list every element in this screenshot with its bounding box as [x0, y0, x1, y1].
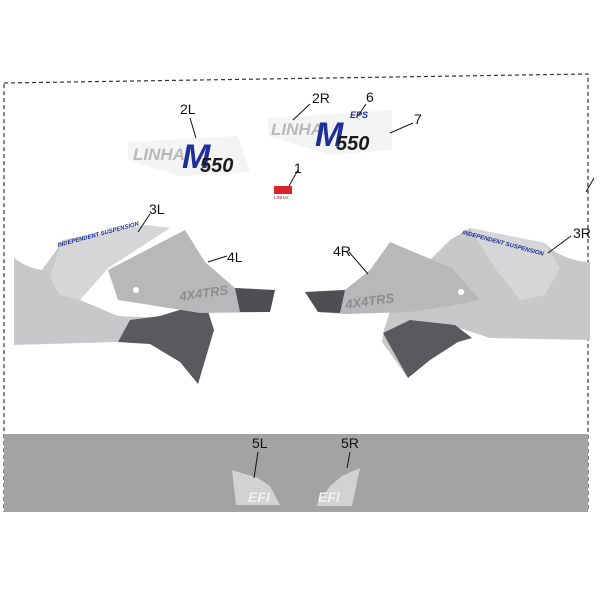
leader-5R: [346, 451, 351, 469]
leader-lines: [137, 103, 595, 479]
decal-2L-brand: LINHAI: [133, 145, 191, 164]
decal-1-logo: LINHAI: [274, 186, 292, 200]
left-side-panel: INDEPENDENT SUSPENSION 4X4TRS: [14, 221, 275, 384]
decal-5R-text: EFI: [318, 489, 341, 505]
right-fender-hole: [458, 289, 464, 295]
callout-5R: 5R: [341, 435, 359, 451]
leader-2R: [292, 103, 311, 121]
left-panel-dark-corner: [118, 302, 214, 384]
leader-7: [389, 122, 414, 134]
leader-2L: [189, 117, 197, 139]
leader-edge-right: [585, 177, 595, 193]
decal-5L-shape: [232, 470, 280, 505]
left-fender-text: 4X4TRS: [177, 282, 229, 304]
decal-2L: LINHAI M 550: [128, 136, 250, 177]
leader-5L: [253, 451, 259, 479]
left-fender-panel: [108, 230, 275, 313]
callout-3L: 3L: [149, 201, 165, 217]
callout-1: 1: [294, 160, 302, 176]
callout-4R: 4R: [333, 243, 351, 259]
right-fender-panel: [305, 242, 480, 314]
right-side-panel: INDEPENDENT SUSPENSION 4X4TRS: [305, 228, 590, 378]
decal-2R-backing: [268, 110, 392, 155]
decal-2R: LINHAI M 550 EPS: [268, 110, 392, 155]
left-fender-dark-tip: [235, 288, 275, 312]
leader-4R: [348, 251, 369, 275]
decal-2L-number: 550: [200, 155, 233, 177]
callout-2L: 2L: [180, 101, 196, 117]
right-panel-inner-band: [470, 228, 560, 300]
decal-2R-model-letter: M: [315, 116, 344, 154]
right-fender-text: 4X4TRS: [343, 290, 395, 312]
decal-5R-shape: [316, 468, 360, 506]
decal-1-text: LINHAI: [274, 195, 289, 200]
callout-7: 7: [414, 111, 422, 127]
decal-2R-number: 550: [336, 133, 369, 155]
leader-6: [357, 103, 367, 117]
decal-2R-brand: LINHAI: [271, 120, 329, 139]
callout-2R: 2R: [312, 90, 330, 106]
right-fender-dark-tip: [305, 290, 345, 313]
right-panel-dark-corner: [383, 320, 472, 378]
bottom-band: [4, 434, 588, 512]
callout-3R: 3R: [573, 225, 591, 241]
decal-5L: EFI: [232, 470, 280, 505]
leader-3L: [137, 213, 151, 233]
decal-5L-text: EFI: [248, 489, 271, 505]
decal-2L-backing: [128, 136, 250, 176]
left-panel-inner-band: [50, 225, 170, 300]
decal-2L-model-letter: M: [182, 138, 211, 176]
callout-4L: 4L: [227, 249, 243, 265]
bottom-white-strip: [0, 512, 600, 526]
leader-1: [288, 169, 299, 187]
left-fender-hole: [133, 287, 139, 293]
callout-labels: 2L 2R 6 7 1 3L 3R 4L 4R 5L 5R: [149, 89, 591, 451]
leader-3R: [547, 235, 572, 254]
decal-5R: EFI: [316, 468, 360, 506]
decal-1-red-block: [274, 186, 292, 194]
callout-5L: 5L: [252, 435, 268, 451]
leader-4L: [207, 255, 228, 263]
callout-6: 6: [366, 89, 374, 105]
